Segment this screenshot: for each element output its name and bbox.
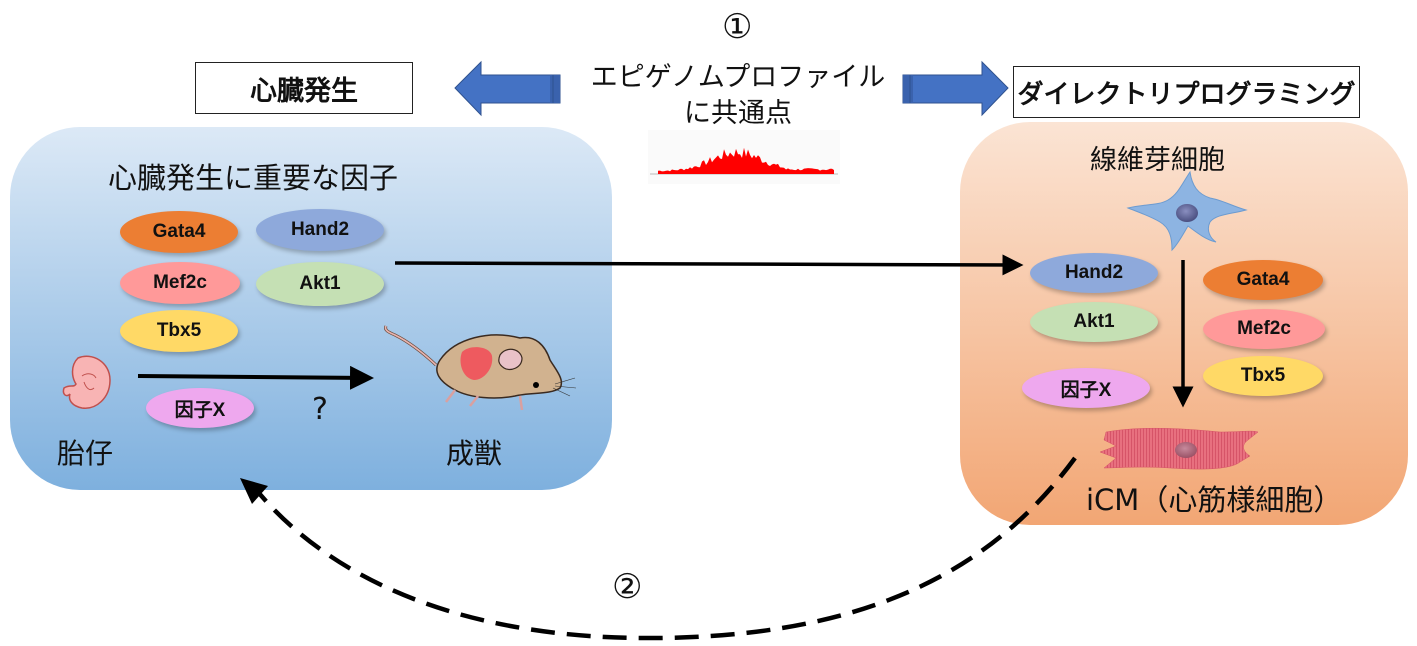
question-mark: ? — [312, 392, 328, 427]
right-factor-tbx5: Tbx5 — [1203, 356, 1323, 396]
right-factor-akt1: Akt1 — [1030, 302, 1158, 342]
block-arrow-right-icon — [902, 60, 1009, 117]
factor-hand2: Hand2 — [256, 209, 384, 251]
step-1-marker: ① — [722, 7, 753, 47]
direct-reprogramming-panel — [960, 122, 1408, 525]
factor-tbx5: Tbx5 — [120, 310, 238, 352]
factor-akt1: Akt1 — [256, 262, 384, 306]
heart-development-panel — [10, 127, 612, 490]
epigenome-profile-text-line2: に共通点 — [684, 98, 792, 129]
epigenome-peak-track — [648, 130, 840, 184]
fibroblast-label: 線維芽細胞 — [1090, 145, 1225, 176]
factor-gata4: Gata4 — [120, 211, 238, 253]
icm-label: iCM（心筋様細胞） — [1086, 483, 1343, 517]
block-arrow-left-icon — [454, 60, 561, 117]
factor-mef2c: Mef2c — [120, 262, 240, 304]
right-factor-x: 因子X — [1022, 368, 1150, 408]
epigenome-profile-text-line1: エピゲノムプロファイル — [590, 62, 886, 93]
right-factor-gata4: Gata4 — [1203, 260, 1323, 300]
right-factor-mef2c: Mef2c — [1203, 309, 1325, 349]
heart-development-label: 心臓発生 — [195, 62, 413, 114]
embryo-label: 胎仔 — [57, 437, 114, 470]
factor-x: 因子X — [146, 388, 254, 428]
left-panel-title: 心臓発生に重要な因子 — [108, 161, 399, 195]
right-factor-hand2: Hand2 — [1030, 253, 1158, 293]
direct-reprogramming-label: ダイレクトリプログラミング — [1013, 66, 1360, 118]
step-2-marker: ② — [612, 567, 643, 607]
peak-track-icon — [650, 147, 838, 175]
adult-label: 成獣 — [446, 437, 503, 470]
